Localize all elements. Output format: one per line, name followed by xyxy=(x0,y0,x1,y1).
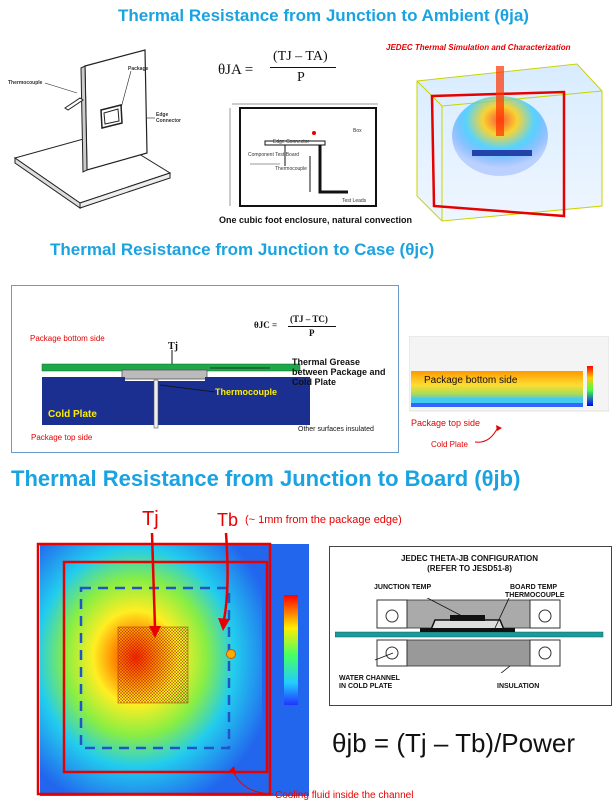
jb-inner-channel xyxy=(62,560,269,774)
jb-junction-temp-label: JUNCTION TEMP xyxy=(374,584,432,591)
jb-color-scale xyxy=(284,595,298,705)
jc-cold-plate-label: Cold Plate xyxy=(48,409,97,420)
jb-tb-point xyxy=(226,649,236,659)
jc-formula-bar xyxy=(288,326,336,327)
jb-label-arrows xyxy=(149,532,230,638)
jc-cold-plate xyxy=(42,377,310,425)
jb-package-outline xyxy=(79,586,231,750)
jb-insulation-label: INSULATION xyxy=(497,683,540,690)
ja-enclosure-caption: One cubic foot enclosure, natural convec… xyxy=(219,215,413,225)
jc-formula-denominator: P xyxy=(309,328,315,338)
jc-package-body xyxy=(121,369,208,380)
jc-other-surfaces-label: Other surfaces insulated xyxy=(298,426,374,433)
jc-sim-cold-plate-arrow xyxy=(474,425,502,443)
ja-enclosure-component-tab: Component Test Board xyxy=(248,152,300,158)
ja-thermocouple-probe xyxy=(64,97,84,111)
ja-enclosure-drawing xyxy=(229,103,378,207)
jc-tj-label: Tj xyxy=(168,341,178,352)
ja-enclosure-edge-connector: Edge Connector xyxy=(273,139,310,145)
jc-package-top-label: Package top side xyxy=(31,433,93,442)
jc-thermocouple-label: Thermocouple xyxy=(215,387,278,397)
jb-board-temp-label-1: BOARD TEMP xyxy=(510,584,558,591)
ja-formula-denominator: P xyxy=(297,70,305,85)
jb-tb-note: (~ 1mm from the package edge) xyxy=(245,514,402,526)
jb-jedec-cross-section xyxy=(335,598,604,673)
jc-section-title: Thermal Resistance from Junction to Case… xyxy=(50,240,435,259)
ja-jedec-simulation xyxy=(416,63,603,222)
jb-outer-channel xyxy=(36,542,272,796)
ja-formula-lhs: θJA = xyxy=(218,62,254,78)
ja-package-sketch xyxy=(13,49,172,209)
ja-package xyxy=(100,104,123,129)
jc-thermal-grease-label: Thermal Grease between Package and Cold … xyxy=(292,357,386,387)
ja-package-label: Package xyxy=(128,66,149,72)
jb-tj-label: Tj xyxy=(142,508,159,530)
jc-sim-package-bottom: Package bottom side xyxy=(424,375,518,386)
ja-section-title: Thermal Resistance from Junction to Ambi… xyxy=(118,6,529,25)
ja-formula-bar xyxy=(270,67,336,68)
ja-sim-red-plane xyxy=(430,90,566,218)
jc-package-bottom-label: Package bottom side xyxy=(30,334,105,343)
ja-enclosure-red-dot xyxy=(312,131,316,135)
jb-water-channel-label-2: IN COLD PLATE xyxy=(339,683,393,690)
jc-simulation xyxy=(409,336,609,412)
ja-enclosure-box-label: Box xyxy=(353,128,362,134)
jb-tb-label: Tb xyxy=(217,510,239,530)
ja-enclosure-thermocouple: Thermocouple xyxy=(275,166,307,172)
ja-test-leads xyxy=(318,145,348,194)
jc-formula-numerator: (TJ – TC) xyxy=(290,314,328,324)
ja-formula-numerator: (TJ – TA) xyxy=(273,49,328,64)
jc-sim-package-top: Package top side xyxy=(411,418,481,428)
jb-cooling-fluid-label: Cooling fluid inside the channel xyxy=(275,790,414,801)
jc-cross-section xyxy=(41,350,310,429)
jb-section-title: Thermal Resistance from Junction to Boar… xyxy=(11,466,521,491)
ja-thermocouple-label: Thermocouple xyxy=(8,80,43,86)
jb-jedec-title-1: JEDEC THETA-JB CONFIGURATION xyxy=(400,554,539,563)
jb-formula: θjb = (Tj – Tb)/Power xyxy=(332,728,576,758)
jb-water-channel-label-1: WATER CHANNEL xyxy=(339,675,400,682)
jc-sim-cold-plate: Cold Plate xyxy=(431,440,468,449)
ja-enclosure-board xyxy=(264,140,326,146)
jb-cooling-arrow xyxy=(228,766,275,795)
jb-jedec-board xyxy=(335,631,604,638)
jb-board-temp-label-2: THERMOCOUPLE xyxy=(505,592,565,599)
ja-enclosure-box xyxy=(239,107,377,207)
ja-enclosure-test-leads: Test Leads xyxy=(342,198,367,204)
jc-formula-lhs: θJC = xyxy=(254,320,278,330)
jb-die-mesh xyxy=(117,626,189,704)
ja-edge-connector-label: Edge Connector xyxy=(156,112,181,124)
jb-jedec-title-2: (REFER TO JESD51-8) xyxy=(427,564,512,573)
jc-sim-colorbar xyxy=(587,366,593,406)
jc-thermocouple-rod xyxy=(153,379,159,429)
ja-jedec-label: JEDEC Thermal Simulation and Characteriz… xyxy=(386,43,571,52)
